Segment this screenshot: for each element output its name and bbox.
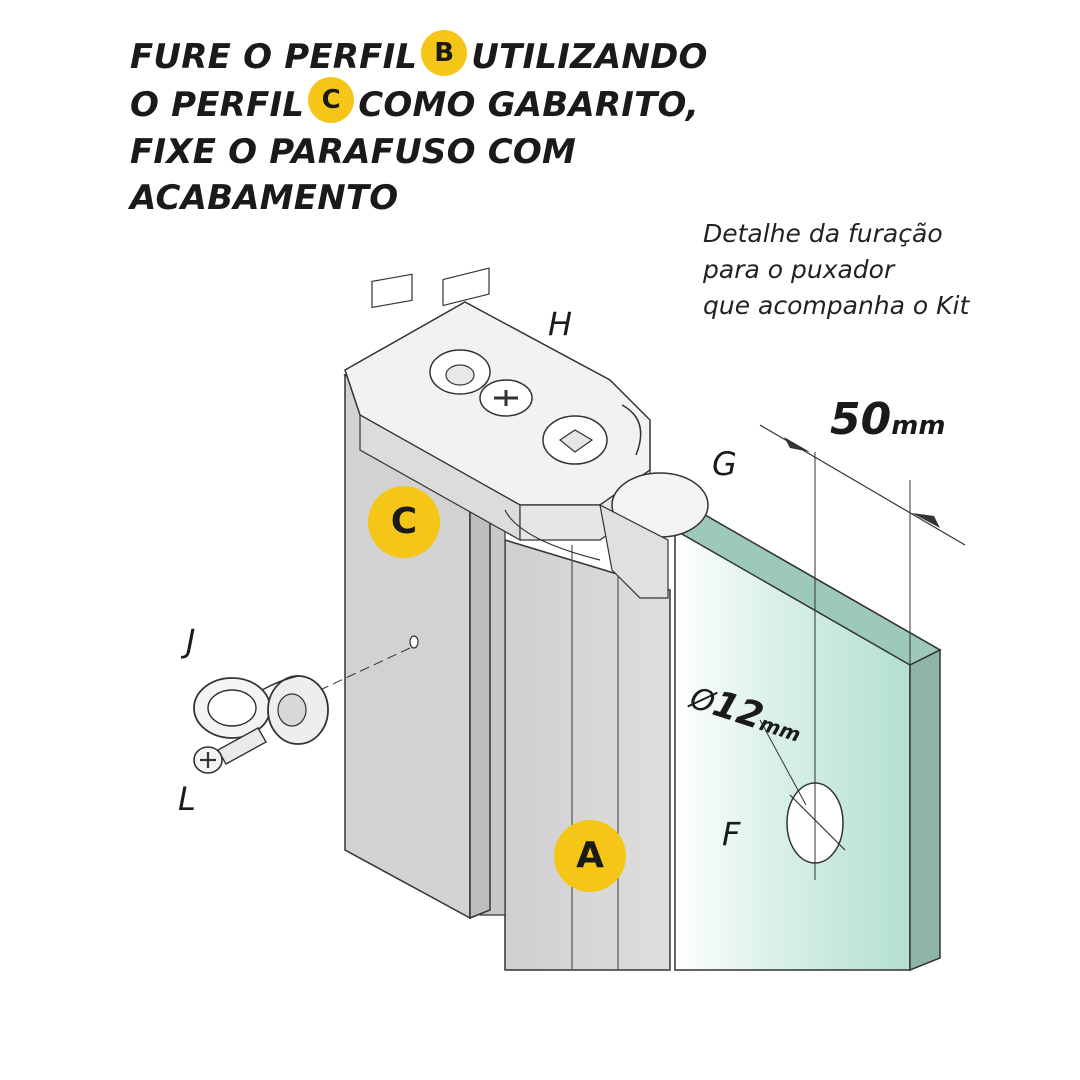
badge-c: C: [308, 77, 355, 123]
title-line1-part2: UTILIZANDO: [471, 37, 708, 77]
label-g: G: [712, 445, 737, 483]
title-line2-part1: O PERFIL: [130, 84, 305, 125]
detail-line1: Detalhe da furação: [703, 219, 943, 248]
dimension-width-value: 50: [830, 394, 892, 445]
handle-top: [344, 267, 651, 542]
title-line1-part1: FURE O PERFIL: [130, 37, 418, 77]
label-f: F: [722, 815, 741, 853]
detail-note: Detalhe da furação para o puxador que ac…: [703, 216, 1003, 324]
detail-line2: para o puxador: [703, 255, 895, 284]
badge-profile-c: C: [368, 486, 440, 558]
badge-b: B: [421, 29, 468, 76]
title-line3: FIXE O PARAFUSO COM: [130, 132, 577, 172]
label-h: H: [548, 305, 573, 343]
dimension-width-unit: mm: [891, 411, 946, 441]
glass-panel: [673, 514, 942, 972]
title-line4: ACABAMENTO: [130, 178, 399, 218]
label-l: L: [178, 780, 196, 818]
detail-line3: que acompanha o Kit: [703, 291, 970, 320]
handle-knob: [504, 472, 709, 599]
badge-profile-a: A: [554, 820, 626, 892]
dimension-50mm: [759, 424, 966, 880]
cap-j: [193, 675, 329, 745]
screw-l: [193, 727, 267, 774]
dimension-width-label: 50mm: [830, 394, 945, 445]
title-line2-part2: COMO GABARITO,: [358, 84, 699, 125]
label-j: J: [186, 622, 196, 660]
